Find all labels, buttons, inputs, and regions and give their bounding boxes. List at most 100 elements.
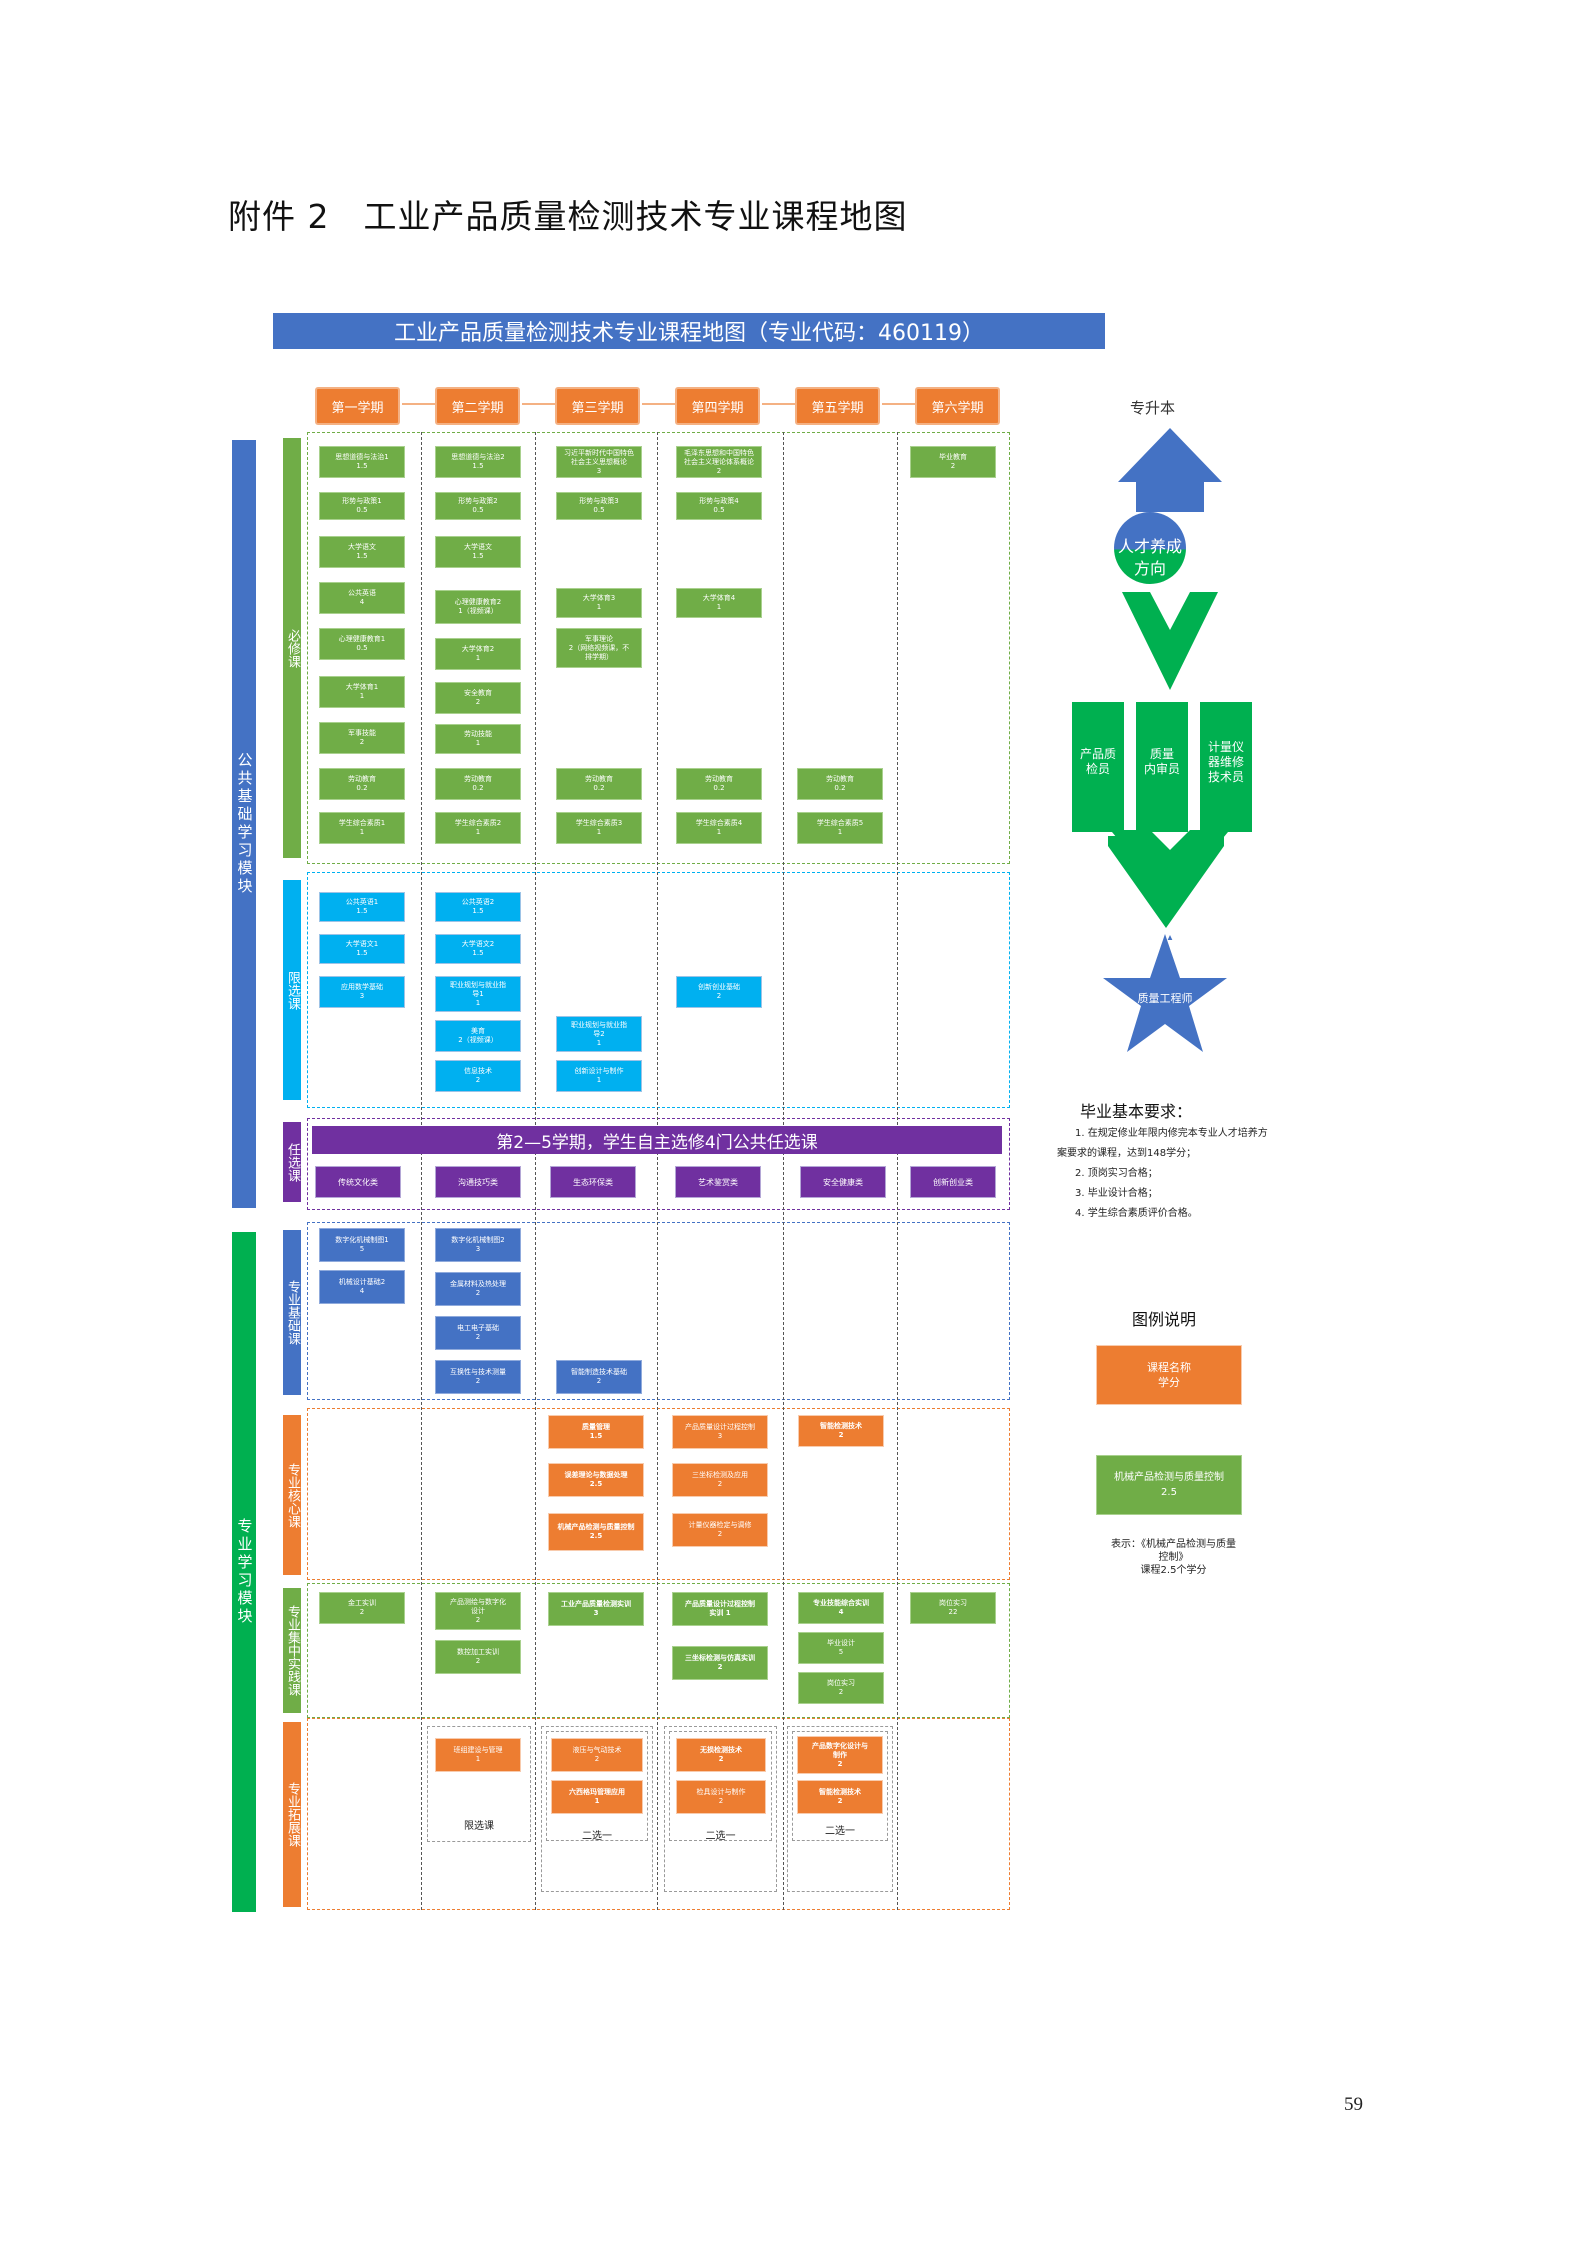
course-box: 习近平新时代中国特色 社会主义思想概论 3 xyxy=(556,446,642,478)
course-box: 形势与政策2 0.5 xyxy=(435,492,521,520)
course-box: 职业规划与就业指 导1 1 xyxy=(435,976,521,1012)
course-box: 大学体育1 1 xyxy=(319,676,405,708)
course-box: 机械设计基础2 4 xyxy=(319,1270,405,1304)
course-box: 机械产品检测与质量控制 2.5 xyxy=(548,1513,644,1551)
direction-label: 人才养成 方向 xyxy=(1117,537,1182,578)
star-label: 质量工程师 xyxy=(1137,992,1193,1005)
elective-category: 沟通技巧类 xyxy=(435,1166,521,1198)
course-box: 形势与政策3 0.5 xyxy=(556,492,642,520)
job-box xyxy=(1072,702,1124,832)
course-box: 金工实训 2 xyxy=(319,1592,405,1624)
course-box: 大学语文 1.5 xyxy=(435,536,521,568)
column-divider xyxy=(783,432,784,1910)
course-box: 数字化机械制图1 5 xyxy=(319,1228,405,1262)
column-divider xyxy=(421,432,422,1910)
course-box: 学生综合素质5 1 xyxy=(797,812,883,844)
course-box: 学生综合素质4 1 xyxy=(676,812,762,844)
public-module-label: 公共基础学习模块 xyxy=(235,752,254,896)
course-box: 创新创业基础 2 xyxy=(676,976,762,1008)
course-box: 劳动教育 0.2 xyxy=(319,768,405,800)
elective-category: 生态环保类 xyxy=(550,1166,636,1198)
career-chevron xyxy=(1108,836,1224,928)
course-box: 军事技能 2 xyxy=(319,722,405,754)
course-box: 大学体育4 1 xyxy=(676,588,762,618)
course-box: 学生综合素质2 1 xyxy=(435,812,521,844)
elective-category: 安全健康类 xyxy=(800,1166,886,1198)
course-box: 大学语文1 1.5 xyxy=(319,934,405,964)
direction-circle xyxy=(1114,512,1186,584)
course-box: 班组建设与管理 1 xyxy=(435,1738,521,1772)
course-box: 岗位实习 2 xyxy=(798,1672,884,1704)
course-box: 形势与政策1 0.5 xyxy=(319,492,405,520)
course-box: 计量仪器检定与调修 2 xyxy=(672,1513,768,1547)
legend-orange-box: 课程名称 学分 xyxy=(1096,1345,1242,1405)
requirement-item: 3. 毕业设计合格； xyxy=(1075,1188,1158,1199)
required-section-frame xyxy=(307,432,1010,864)
semester-4: 第四学期 xyxy=(675,387,760,425)
course-box: 学生综合素质1 1 xyxy=(319,812,405,844)
course-box: 劳动教育 0.2 xyxy=(797,768,883,800)
semester-arrow xyxy=(522,403,555,405)
course-box: 毕业教育 2 xyxy=(910,446,996,478)
course-box: 产品数字化设计与 制作 2 xyxy=(797,1736,883,1774)
course-box: 数控加工实训 2 xyxy=(435,1640,521,1674)
job-label: 产品质 检员 xyxy=(1079,747,1116,776)
job-box xyxy=(1200,702,1252,832)
expand-group-label: 二选一 xyxy=(825,1826,855,1837)
pro-core-category-bar: 专业核心课 xyxy=(283,1415,301,1575)
pro-basic-category-bar: 专业基础课 xyxy=(283,1230,301,1395)
expand-group-inner xyxy=(546,1731,648,1841)
course-box: 毛泽东思想和中国特色 社会主义理论体系概论 2 xyxy=(676,446,762,478)
requirement-item: 案要求的课程，达到148学分； xyxy=(1057,1148,1197,1159)
course-box: 安全教育 2 xyxy=(435,682,521,714)
professional-module-label: 专业学习模块 xyxy=(235,1518,254,1626)
semester-arrow xyxy=(642,403,675,405)
expand-group-label: 二选一 xyxy=(582,1831,612,1842)
course-box: 三坐标检测与仿真实训 2 xyxy=(672,1646,768,1680)
course-box: 互换性与技术测量 2 xyxy=(435,1360,521,1394)
course-box: 公共英语 4 xyxy=(319,582,405,614)
expand-group-label: 限选课 xyxy=(464,1821,494,1832)
expand-group-inner xyxy=(792,1731,888,1841)
course-box: 大学语文2 1.5 xyxy=(435,934,521,964)
course-box: 劳动教育 0.2 xyxy=(556,768,642,800)
course-box: 智能检测技术 2 xyxy=(798,1415,884,1447)
course-box: 劳动教育 0.2 xyxy=(435,768,521,800)
job-label: 质量 内审员 xyxy=(1143,747,1180,776)
course-box: 金属材料及热处理 2 xyxy=(435,1272,521,1306)
semester-arrow xyxy=(882,403,915,405)
course-box: 三坐标检测及应用 2 xyxy=(672,1463,768,1497)
course-box: 劳动教育 0.2 xyxy=(676,768,762,800)
course-box: 应用数学基础 3 xyxy=(319,976,405,1008)
course-box: 工业产品质量检测实训 3 xyxy=(548,1592,644,1626)
pro-basic-category-label: 专业基础课 xyxy=(285,1280,300,1345)
pro-expand-section-frame xyxy=(307,1718,1010,1910)
course-box: 大学体育3 1 xyxy=(556,588,642,618)
up-arrow-icon xyxy=(1118,428,1222,512)
course-box: 心理健康教育1 0.5 xyxy=(319,628,405,660)
legend-title: 图例说明 xyxy=(1132,1310,1197,1329)
course-box: 美育 2（视频课） xyxy=(435,1020,521,1052)
optional-category-bar: 任选课 xyxy=(283,1122,301,1202)
course-box: 毕业设计 5 xyxy=(798,1632,884,1664)
course-box: 电工电子基础 2 xyxy=(435,1316,521,1350)
course-box: 公共英语1 1.5 xyxy=(319,892,405,922)
column-divider xyxy=(657,432,658,1910)
course-box: 液压与气动技术 2 xyxy=(551,1738,643,1772)
legend-green-box: 机械产品检测与质量控制 2.5 xyxy=(1096,1455,1242,1515)
pro-core-section-frame xyxy=(307,1408,1010,1580)
requirement-item: 4. 学生综合素质评价合格。 xyxy=(1075,1208,1198,1219)
professional-module-bar: 专业学习模块 xyxy=(232,1232,256,1912)
expand-group-label: 二选一 xyxy=(705,1831,736,1842)
optional-category-label: 任选课 xyxy=(285,1142,300,1182)
semester-arrow xyxy=(402,403,435,405)
course-box: 思想道德与法治2 1.5 xyxy=(435,446,521,478)
course-box: 信息技术 2 xyxy=(435,1060,521,1092)
course-box: 劳动技能 1 xyxy=(435,724,521,754)
semester-arrow xyxy=(762,403,795,405)
course-box: 产品质量设计过程控制 3 xyxy=(672,1415,768,1449)
course-box: 产品质量设计过程控制 实训 1 xyxy=(672,1592,768,1626)
course-box: 岗位实习 22 xyxy=(910,1592,996,1624)
elective-category: 艺术鉴赏类 xyxy=(675,1166,761,1198)
course-box: 心理健康教育2 1（视频课） xyxy=(435,590,521,624)
